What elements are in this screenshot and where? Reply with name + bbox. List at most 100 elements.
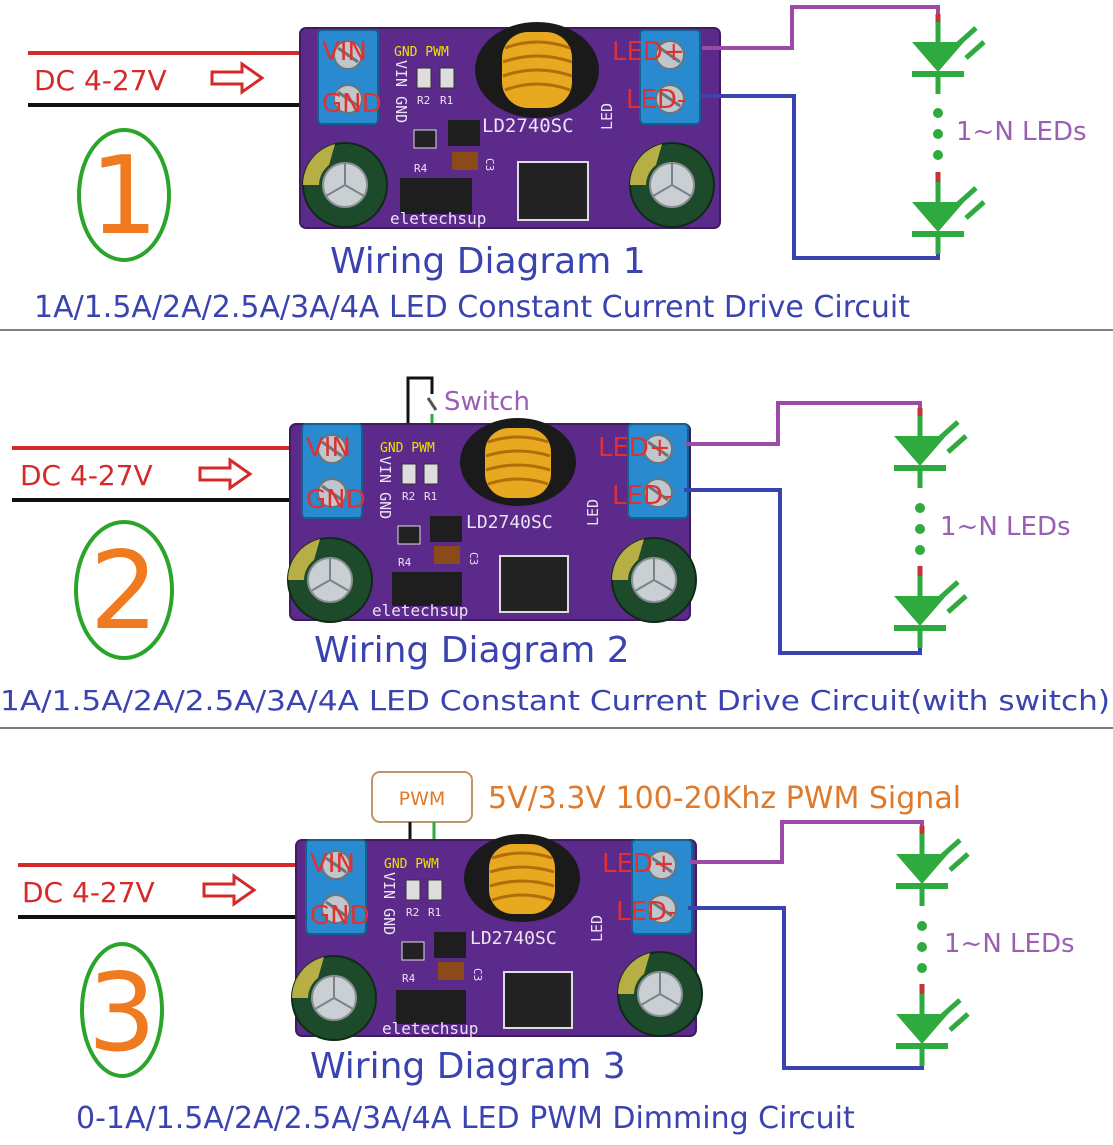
smd-resistor-r4	[413, 129, 437, 149]
pin-gnd-label: GND	[322, 89, 382, 119]
pin-gnd-label: GND	[310, 901, 370, 931]
led-top-icon	[894, 416, 966, 488]
led-count-label: 1~N LEDs	[940, 512, 1071, 542]
led-chain-dots	[917, 921, 927, 973]
pwm-signal-label: 5V/3.3V 100-20Khz PWM Signal	[488, 781, 961, 816]
silk-vin-gnd: VIN GND	[380, 872, 398, 935]
silk-r2: R2	[417, 94, 430, 107]
control-ic	[448, 120, 480, 146]
input-capacitor	[290, 955, 377, 1041]
pin-vin-label: VIN	[306, 433, 351, 463]
silk-vin-gnd: VIN GND	[392, 60, 410, 123]
mosfet	[517, 161, 589, 221]
pin-vin-label: VIN	[310, 849, 355, 879]
silk-vin-gnd: VIN GND	[376, 456, 394, 519]
diagram-1: DC 4-27V 1	[28, 5, 1087, 325]
diagram-title: Wiring Diagram 2	[314, 630, 630, 671]
led-top-icon	[912, 22, 984, 94]
silk-r4: R4	[398, 556, 412, 569]
pin-led-plus-label: LED+	[612, 37, 685, 67]
diagram-2: DC 4-27V 2 Switch	[0, 376, 1110, 717]
led-plus-wire	[702, 5, 940, 50]
silk-r1: R1	[428, 906, 441, 919]
diagram-title: Wiring Diagram 1	[330, 241, 646, 282]
output-capacitor	[610, 537, 697, 623]
silk-r4: R4	[402, 972, 416, 985]
supply-voltage-label: DC 4-27V	[34, 64, 167, 97]
smd-resistor-r4	[397, 525, 421, 545]
output-capacitor	[616, 951, 703, 1037]
diagram-number: 1	[90, 134, 159, 259]
driver-module-board: GND PWM R2 R1 VIN GND LD2740SC R4 C3 ele…	[299, 22, 721, 229]
hollow-right-arrow-icon	[198, 458, 252, 490]
pin-led-minus-label: LED-	[626, 85, 686, 115]
diagram-subtitle: 1A/1.5A/2A/2.5A/3A/4A LED Constant Curre…	[34, 290, 910, 325]
silk-r4: R4	[414, 162, 428, 175]
led-minus-wire	[688, 906, 924, 1070]
silk-c3: C3	[467, 552, 480, 565]
led-bottom-icon	[894, 576, 966, 648]
pin-gnd-label: GND	[306, 485, 366, 515]
mosfet	[503, 971, 573, 1029]
silk-gnd-pwm: GND PWM	[380, 441, 435, 456]
smd-diode	[396, 990, 466, 1024]
driver-module-board: GND PWM R2 R1 VIN GND LD2740SC R4 C3 ele…	[286, 418, 697, 623]
smd-resistor-r2	[416, 67, 432, 89]
number-circle	[80, 942, 164, 1078]
silk-led: LED	[584, 499, 602, 526]
silk-chip-name: LD2740SC	[470, 928, 557, 949]
silk-brand: eletechsup	[372, 601, 468, 620]
supply-voltage-label: DC 4-27V	[20, 459, 153, 492]
silk-chip-name: LD2740SC	[482, 115, 574, 137]
led-plus-wire	[690, 820, 924, 864]
control-ic	[430, 516, 462, 542]
pin-led-minus-label: LED-	[616, 897, 676, 927]
diagram-subtitle: 0-1A/1.5A/2A/2.5A/3A/4A LED PWM Dimming …	[76, 1101, 855, 1136]
hollow-right-arrow-icon	[202, 874, 256, 906]
silk-gnd-pwm: GND PWM	[384, 857, 439, 872]
silk-r1: R1	[440, 94, 453, 107]
smd-resistor-r1	[439, 67, 455, 89]
led-top-icon	[896, 834, 968, 906]
smd-diode	[400, 178, 472, 214]
led-plus-wire	[686, 401, 922, 446]
smd-capacitor	[452, 152, 478, 170]
smd-resistor-r4	[401, 941, 425, 961]
silk-led: LED	[588, 915, 606, 942]
silk-brand: eletechsup	[382, 1019, 478, 1038]
smd-resistor-r1	[423, 463, 439, 485]
driver-module-board: GND PWM R2 R1 VIN GND LD2740SC R4 C3 ele…	[290, 834, 703, 1041]
led-minus-wire	[684, 488, 922, 655]
silk-r1: R1	[424, 490, 437, 503]
led-bottom-icon	[912, 182, 984, 254]
output-capacitor	[628, 142, 715, 228]
led-chain-dots	[915, 503, 925, 555]
led-chain-dots	[933, 108, 943, 160]
input-capacitor	[301, 142, 388, 228]
smd-diode	[392, 572, 462, 606]
pin-vin-label: VIN	[322, 37, 367, 67]
control-ic	[434, 932, 466, 958]
silk-r2: R2	[406, 906, 419, 919]
diagram-number: 3	[88, 951, 157, 1076]
diagram-subtitle: 1A/1.5A/2A/2.5A/3A/4A LED Constant Curre…	[0, 684, 1110, 717]
smd-capacitor	[434, 546, 460, 564]
led-minus-wire	[700, 94, 940, 260]
number-circle	[77, 128, 171, 262]
silk-led: LED	[598, 103, 616, 130]
smd-resistor-r1	[427, 879, 443, 901]
silk-r2: R2	[402, 490, 415, 503]
hollow-right-arrow-icon	[210, 62, 264, 94]
smd-resistor-r2	[405, 879, 421, 901]
led-count-label: 1~N LEDs	[956, 117, 1087, 147]
pin-led-plus-label: LED+	[598, 433, 671, 463]
pwm-source-box	[371, 771, 473, 823]
switch-label: Switch	[444, 387, 530, 417]
pin-led-plus-label: LED+	[602, 849, 675, 879]
led-bottom-icon	[896, 994, 968, 1066]
silk-c3: C3	[483, 158, 496, 171]
smd-capacitor	[438, 962, 464, 980]
diagram-number: 2	[90, 529, 159, 654]
diagram-3: DC 4-27V 3 PWM 5V/3.3V 100-20Khz PWM Sig…	[18, 771, 1075, 1136]
